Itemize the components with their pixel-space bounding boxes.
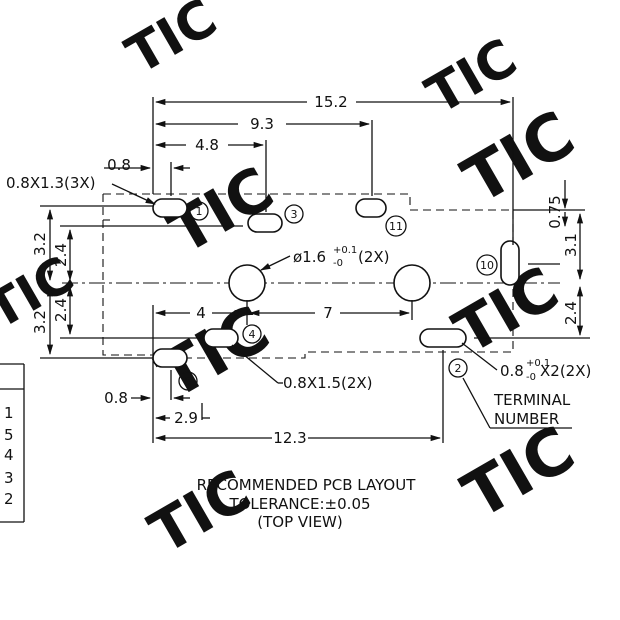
side-table-value: 1 <box>4 404 14 422</box>
dim-bottom-pad-width: 0.8 <box>104 389 128 407</box>
side-table-value: 3 <box>4 469 14 487</box>
mounting-hole-left <box>228 264 266 302</box>
terminal-number: 2 <box>455 362 462 375</box>
side-table-value: 5 <box>4 426 14 444</box>
dim-right-top: 0.75 <box>546 195 564 228</box>
left-dimensions: 3.2 2.4 3.2 2.4 <box>31 205 243 359</box>
pad-5 <box>152 348 188 368</box>
dim-hole-pitch-left: 4 <box>196 304 206 322</box>
side-table: 1 5 4 3 2 <box>0 363 25 523</box>
title-line-2: TOLERANCE:±0.05 <box>228 495 370 513</box>
hole-callout: ø1.6 +0.1 -0 (2X) <box>260 245 390 271</box>
title-block: RECOMMENDED PCB LAYOUT TOLERANCE:±0.05 (… <box>197 476 417 531</box>
hole-callout-tol-plus: +0.1 <box>333 245 357 256</box>
watermark: TIC <box>117 0 228 86</box>
dim-left-lower-inner: 2.4 <box>52 298 70 322</box>
dim-pad3-offset: 4.8 <box>195 136 219 154</box>
side-table-value: 4 <box>4 446 14 464</box>
dim-pad5-offset: 2.9 <box>174 409 198 427</box>
watermark: TIC <box>417 28 528 126</box>
pads <box>152 198 520 368</box>
callout-slot-2-10-tol-minus: -0 <box>526 372 536 383</box>
title-line-1: RECOMMENDED PCB LAYOUT <box>197 476 417 494</box>
pad-4 <box>203 328 239 348</box>
pad-10 <box>500 240 520 286</box>
bottom-dimensions: 0.8 2.9 12.3 <box>104 350 444 447</box>
mounting-hole-right <box>393 264 431 302</box>
pad-3 <box>247 213 283 233</box>
dim-left-upper-inner: 2.4 <box>52 243 70 267</box>
terminal-number: 4 <box>249 328 256 341</box>
terminal-labels: 1 3 11 10 4 5 2 <box>178 201 498 391</box>
dim-overall-width: 15.2 <box>314 93 347 111</box>
terminal-number: 3 <box>291 208 298 221</box>
terminal-number-callout: TERMINAL NUMBER <box>462 377 572 429</box>
pad-1 <box>152 198 188 218</box>
dim-pad11-offset: 9.3 <box>250 115 274 133</box>
terminal-label-line1: TERMINAL <box>493 391 571 409</box>
dim-pad2-offset: 12.3 <box>273 429 306 447</box>
dim-hole-pitch-right: 7 <box>323 304 333 322</box>
callout-slot-2-10-suffix: X2(2X) <box>540 362 591 380</box>
hole-callout-qty: (2X) <box>358 248 390 266</box>
dim-left-upper-outer: 3.2 <box>31 232 49 256</box>
terminal-number: 10 <box>480 259 494 272</box>
callout-slot-1-5: 0.8X1.3(3X) <box>6 174 96 192</box>
callout-slot-2-10-tol-plus: +0.1 <box>526 358 550 369</box>
hole-pitch-dimensions: 4 7 <box>152 300 413 370</box>
watermark: TIC <box>451 98 587 219</box>
slot-3-4-callout: 0.8X1.5(2X) <box>231 344 373 392</box>
slot-2-10-callout: 0.8 +0.1 -0 X2(2X) <box>461 342 591 383</box>
terminal-label-line2: NUMBER <box>494 410 559 428</box>
terminal-number: 1 <box>196 205 203 218</box>
watermark: TIC <box>451 413 587 534</box>
callout-slot-3-4: 0.8X1.5(2X) <box>283 374 373 392</box>
pad-2 <box>419 328 467 348</box>
dim-pad1-width: 0.8 <box>107 156 131 174</box>
terminal-number: 5 <box>185 375 192 388</box>
dim-left-lower-outer: 3.2 <box>31 310 49 334</box>
title-line-3: (TOP VIEW) <box>257 513 342 531</box>
top-dimensions: 15.2 9.3 4.8 0.8 0.8X1.3(3X) <box>6 93 514 245</box>
hole-callout-tol-minus: -0 <box>333 258 343 269</box>
right-dimensions: 0.75 3.1 2.4 <box>474 180 590 339</box>
callout-slot-2-10-prefix: 0.8 <box>500 362 524 380</box>
dim-right-bottom: 2.4 <box>562 301 580 325</box>
side-table-value: 2 <box>4 490 14 508</box>
terminal-number: 11 <box>389 220 403 233</box>
dim-right-mid: 3.1 <box>562 233 580 257</box>
pad-11 <box>355 198 387 218</box>
hole-callout-prefix: ø1.6 <box>293 248 326 266</box>
